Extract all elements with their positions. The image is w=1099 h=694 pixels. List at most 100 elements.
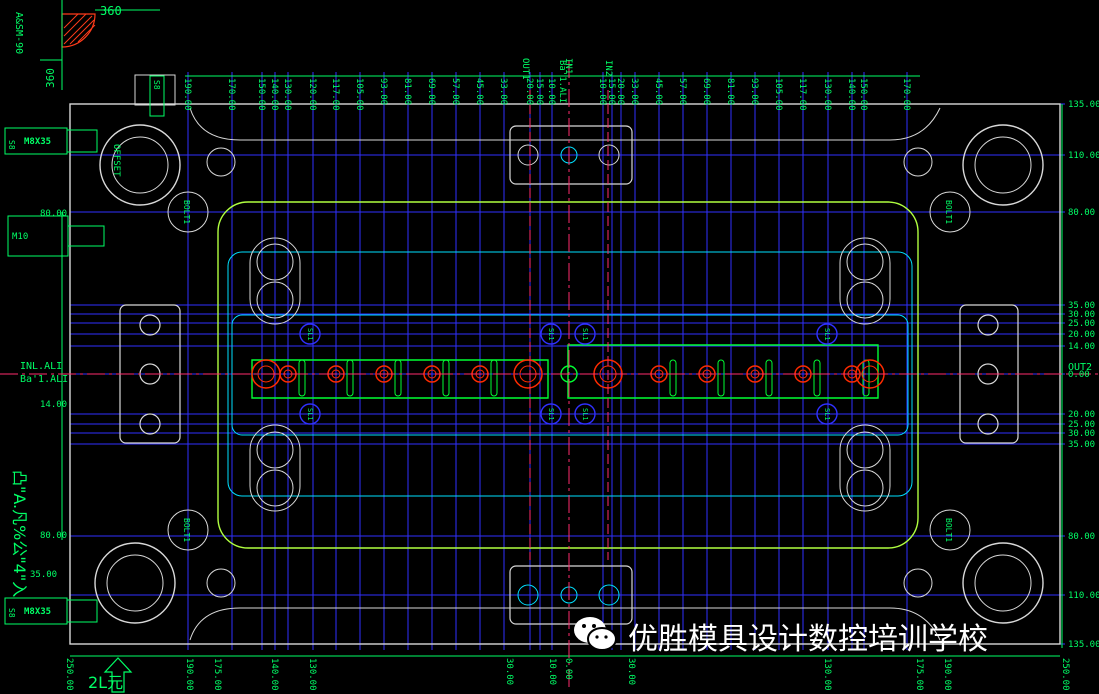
top-dim-label: 170.00 — [226, 78, 236, 111]
hatch-quadrant — [61, 13, 96, 48]
bottom-dim-label: 130.00 — [822, 658, 832, 691]
bolt-hole — [167, 509, 209, 551]
left-vertical-dim: 360 — [44, 68, 57, 88]
offset-label: OFFSET — [111, 144, 121, 177]
watermark: 优胜模具设计数控培训学校 — [572, 614, 988, 658]
guide-pillar-bottom-left — [94, 542, 176, 624]
screw-label-m10: M10 — [12, 232, 28, 242]
guide-pillar-top-right — [962, 124, 1044, 206]
top-dim-label: 15.00 — [606, 78, 616, 105]
right-dim-label: 135.00 — [1068, 640, 1099, 650]
top-dim-label: 117.00 — [330, 78, 340, 111]
bolt-hole — [206, 568, 236, 598]
runner-plate — [231, 314, 909, 436]
slot-pocket — [249, 424, 301, 512]
right-dim-label: 35.00 — [1068, 301, 1095, 311]
screw-label-m8-bottom: M8X35 — [24, 607, 51, 617]
screw-top-small — [149, 75, 165, 117]
right-dim-label: 30.00 — [1068, 310, 1095, 320]
slot-pocket — [839, 424, 891, 512]
ejector-pin: SL1 — [816, 403, 838, 425]
top-dim-label: 10.00 — [597, 78, 607, 105]
ejector-pin: SL1 — [299, 403, 321, 425]
right-dim-label: 110.00 — [1068, 151, 1099, 161]
pin-label: SL1 — [823, 408, 831, 421]
right-dim-label: 80.00 — [1068, 208, 1095, 218]
bolt-label: BOLT1 — [182, 200, 191, 224]
top-dim-label: 117.00 — [797, 78, 807, 111]
bottom-dim-label: 250.00 — [64, 658, 74, 691]
right-dim-label: 14.00 — [1068, 342, 1095, 352]
bottom-dim-label: 190.00 — [184, 658, 194, 691]
top-center-label-in2: IN2 — [603, 60, 613, 76]
left-dim-14: 14.00 — [40, 400, 67, 410]
top-dim-label: 45.00 — [653, 78, 663, 105]
top-dim-label: 190.00 — [182, 78, 192, 111]
screw-m10 — [7, 215, 105, 257]
ejector-pin: SL1 — [816, 323, 838, 345]
top-dim-label: 57.00 — [450, 78, 460, 105]
top-left-dim: 360 — [100, 4, 122, 18]
bottom-dim-label: 30.00 — [504, 658, 514, 685]
top-dim-label: 130.00 — [282, 78, 292, 111]
pin-label: SL1 — [306, 328, 314, 341]
pin-label: SL1 — [306, 408, 314, 421]
ejector-pin: SL1 — [540, 403, 562, 425]
screw-tag-s8-small: S8 — [152, 80, 161, 90]
top-dim-label: 130.00 — [822, 78, 832, 111]
screw-tag-s8-top: S8 — [7, 140, 16, 150]
right-dim-label: 25.00 — [1068, 319, 1095, 329]
right-dim-label: 20.00 — [1068, 410, 1095, 420]
arrow-up-icon — [103, 657, 133, 693]
top-dim-label: 140.00 — [269, 78, 279, 111]
top-dim-label: 33.00 — [498, 78, 508, 105]
wechat-icon — [572, 614, 618, 658]
left-in-label: INL.ALI — [20, 361, 62, 372]
screw-m8-bottom — [4, 597, 98, 625]
top-dim-label: 150.00 — [256, 78, 266, 111]
right-dim-label: 25.00 — [1068, 420, 1095, 430]
bottom-dim-label: 175.00 — [914, 658, 924, 691]
slot-pocket — [249, 237, 301, 325]
top-dim-label: 170.00 — [901, 78, 911, 111]
top-dim-label: 57.00 — [677, 78, 687, 105]
bottom-dim-label: 10.00 — [547, 658, 557, 685]
mold-plate-inner — [134, 74, 176, 106]
pin-label: SL1 — [823, 328, 831, 341]
top-dim-label: 45.00 — [474, 78, 484, 105]
top-dim-label: 20.00 — [615, 78, 625, 105]
left-in-label-2: Ba'1.ALI — [20, 374, 68, 385]
ejector-pin: SL1 — [574, 403, 596, 425]
right-dim-label: 80.00 — [1068, 532, 1095, 542]
pin-label: SL1 — [581, 408, 589, 421]
bottom-dim-label: 250.00 — [1060, 658, 1070, 691]
bottom-dim-label: 190.00 — [942, 658, 952, 691]
cavity-profile-right — [567, 344, 879, 399]
bolt-hole — [929, 509, 971, 551]
bottom-left-text: 2L元 — [88, 673, 123, 692]
ejector-pin: SL1 — [299, 323, 321, 345]
ejector-pin: SL1 — [540, 323, 562, 345]
bottom-clamp-block — [509, 565, 633, 625]
top-center-label-in1: IN1 — [563, 58, 573, 74]
guide-pillar-bottom-right — [962, 542, 1044, 624]
screw-m8-top — [4, 127, 98, 155]
top-dim-label: 140.00 — [846, 78, 856, 111]
left-dim-35: 35.00 — [30, 570, 57, 580]
guide-pillar-top-left — [99, 124, 181, 206]
bolt-label: BOLT1 — [182, 518, 191, 542]
ejector-pin: SL1 — [574, 323, 596, 345]
top-dim-label: 93.00 — [749, 78, 759, 105]
top-dim-label: 33.00 — [629, 78, 639, 105]
pin-label: SL1 — [581, 328, 589, 341]
top-dim-label: 20.00 — [524, 78, 534, 105]
left-dim-80-bottom: 80.00 — [40, 531, 67, 541]
right-dim-label: 110.00 — [1068, 591, 1099, 601]
bottom-dim-label: 175.00 — [212, 658, 222, 691]
left-side-text: 凸"A.凡%公"4"入 — [10, 470, 29, 597]
right-dim-label: 35.00 — [1068, 440, 1095, 450]
left-dim-80-top: 80.00 — [40, 209, 67, 219]
right-dim-label: 135.00 — [1068, 100, 1099, 110]
